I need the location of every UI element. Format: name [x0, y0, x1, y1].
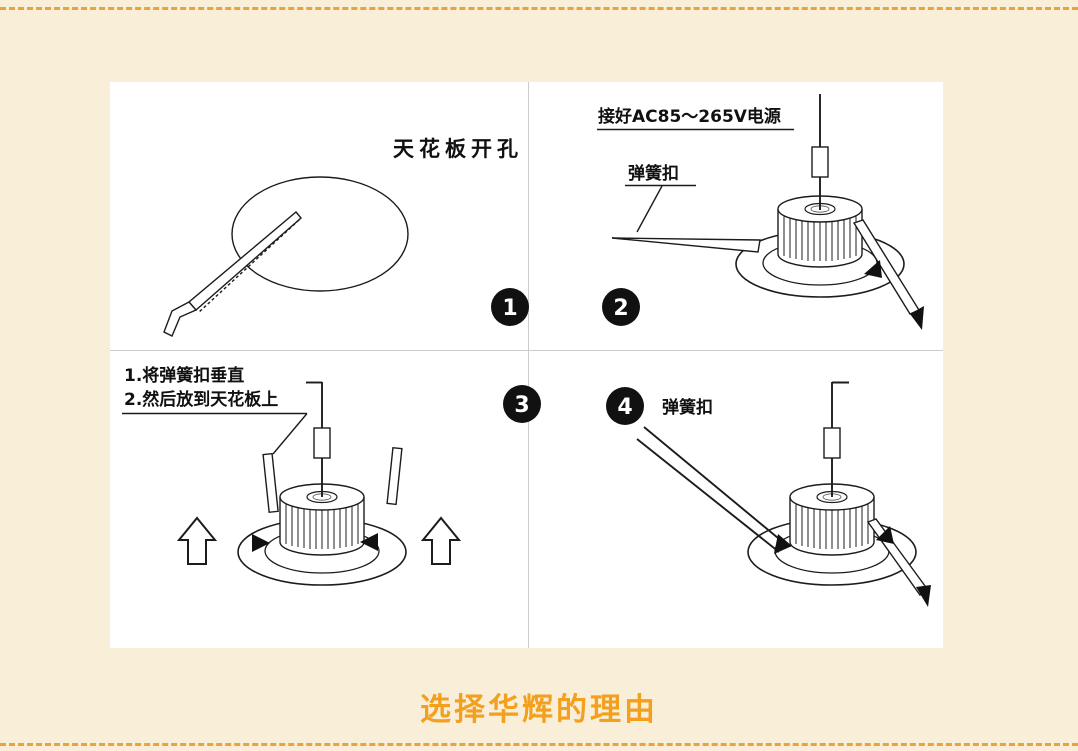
step4-clip-label: 弹簧扣: [662, 397, 713, 418]
power-wire: [823, 381, 849, 497]
step3-line2: 2.然后放到天花板上: [124, 389, 278, 410]
ceiling-hole-ellipse: [231, 176, 409, 292]
spring-clip-blades: [636, 426, 931, 607]
bottom-dashed-divider: [0, 743, 1078, 746]
top-dashed-divider: [0, 7, 1078, 10]
downlight-drawing: [237, 483, 407, 586]
step2-connect-power: 接好AC85～265V电源 弹簧扣: [597, 94, 924, 330]
step4-spring-clips: 4 弹簧扣: [606, 381, 931, 607]
step4-number: 4: [617, 395, 632, 420]
step3-number-badge: 3: [503, 385, 541, 423]
step3-number: 3: [514, 393, 529, 418]
spring-clip-blades: [611, 219, 924, 330]
installation-diagram: 天花板开孔 1 接好AC85～265V电源 弹簧扣: [110, 82, 943, 648]
step1-ceiling-cutout: 天花板开孔 1: [163, 137, 529, 337]
step1-number-badge: 1: [491, 288, 529, 326]
section-title: 选择华辉的理由: [420, 692, 658, 728]
step2-clip-label: 弹簧扣: [628, 163, 679, 184]
up-arrow-icon: [420, 516, 462, 565]
step2-power-label: 接好AC85～265V电源: [598, 106, 781, 127]
step4-number-badge: 4: [606, 387, 644, 425]
step2-number: 2: [613, 296, 628, 321]
installation-diagram-panel: 天花板开孔 1 接好AC85～265V电源 弹簧扣: [110, 82, 943, 648]
step1-caption: 天花板开孔: [393, 137, 523, 161]
up-arrow-icon: [176, 516, 218, 565]
power-wire: [811, 94, 829, 210]
power-wire: [306, 381, 331, 497]
step3-place-on-ceiling: 1.将弹簧扣垂直 2.然后放到天花板上: [122, 365, 541, 586]
saw-icon: [163, 211, 302, 337]
step1-number: 1: [502, 296, 517, 321]
step2-number-badge: 2: [602, 288, 640, 326]
vertical-spring-clips: [252, 446, 403, 552]
step3-line1: 1.将弹簧扣垂直: [124, 365, 244, 386]
